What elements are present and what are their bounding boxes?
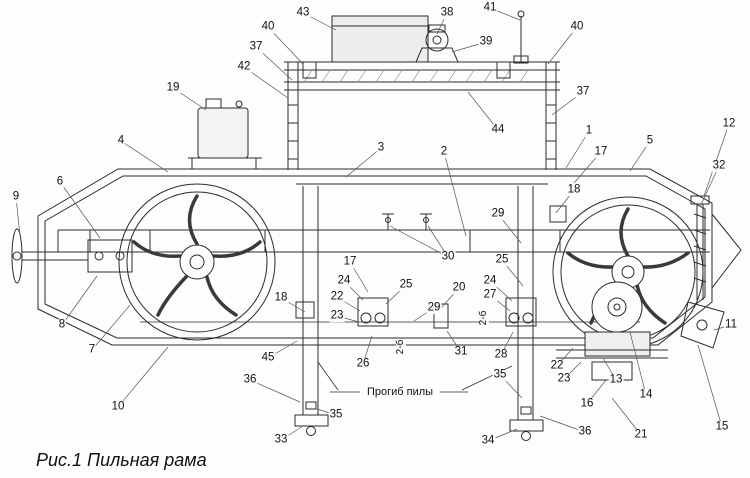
deflection-label: Прогиб пилы (364, 386, 436, 398)
right-attachments (680, 195, 725, 349)
callout-43: 43 (295, 6, 311, 19)
blade-clamps (382, 213, 432, 230)
callout-28: 28 (493, 348, 509, 361)
callout-25: 25 (398, 278, 414, 291)
callout-18: 18 (273, 291, 289, 304)
callout-44: 44 (490, 123, 506, 136)
callout-23: 23 (556, 372, 572, 385)
callout-39: 39 (478, 35, 494, 48)
callout-7: 7 (87, 343, 97, 356)
callout-12: 12 (721, 117, 737, 130)
figure-caption: Рис.1 Пильная рама (36, 450, 207, 470)
guide-bar (296, 175, 548, 185)
section-label: 2-б (478, 310, 489, 326)
battery-box (188, 98, 262, 169)
callout-25: 25 (494, 253, 510, 266)
callout-2: 2 (439, 145, 449, 158)
callout-18: 18 (566, 183, 582, 196)
callout-22: 22 (329, 290, 345, 303)
callout-31: 31 (453, 345, 469, 358)
left-wheel (118, 183, 276, 341)
machine-frame (37, 168, 742, 346)
callout-24: 24 (482, 274, 498, 287)
section-label: 2-б (395, 339, 406, 355)
callout-29: 29 (490, 207, 506, 220)
callout-16: 16 (579, 397, 595, 410)
callout-20: 20 (451, 281, 467, 294)
callout-36: 36 (242, 373, 258, 386)
callout-35: 35 (492, 368, 508, 381)
callout-23: 23 (329, 309, 345, 322)
callout-36: 36 (577, 425, 593, 438)
callout-6: 6 (55, 175, 65, 188)
callout-30: 30 (440, 250, 456, 263)
callout-22: 22 (549, 359, 565, 372)
callout-45: 45 (260, 351, 276, 364)
drive-unit (556, 281, 668, 381)
callout-37: 37 (575, 85, 591, 98)
callout-4: 4 (116, 134, 126, 147)
callout-32: 32 (711, 159, 727, 172)
tension-axle (11, 228, 133, 284)
callout-40: 40 (260, 20, 276, 33)
callout-19: 19 (165, 81, 181, 94)
callout-10: 10 (110, 400, 126, 413)
callout-24: 24 (336, 274, 352, 287)
callout-14: 14 (638, 388, 654, 401)
callout-41: 41 (482, 1, 498, 14)
callout-9: 9 (11, 190, 21, 203)
callout-34: 34 (480, 434, 496, 447)
callout-15: 15 (714, 420, 730, 433)
callout-8: 8 (57, 318, 67, 331)
callout-27: 27 (482, 288, 498, 301)
callout-11: 11 (724, 318, 738, 331)
callout-5: 5 (645, 134, 655, 147)
callout-17: 17 (593, 145, 609, 158)
gantry (284, 10, 560, 170)
callout-13: 13 (608, 373, 624, 386)
callout-40: 40 (569, 20, 585, 33)
callout-26: 26 (355, 357, 371, 370)
callout-29: 29 (426, 301, 442, 314)
main-beam (57, 229, 710, 253)
callout-38: 38 (439, 6, 455, 19)
callout-42: 42 (236, 60, 252, 73)
callout-17: 17 (342, 255, 358, 268)
callout-1: 1 (584, 124, 594, 137)
callout-3: 3 (376, 141, 386, 154)
callout-37: 37 (248, 40, 264, 53)
callout-35: 35 (328, 408, 344, 421)
callout-21: 21 (633, 428, 649, 441)
callout-33: 33 (273, 433, 289, 446)
